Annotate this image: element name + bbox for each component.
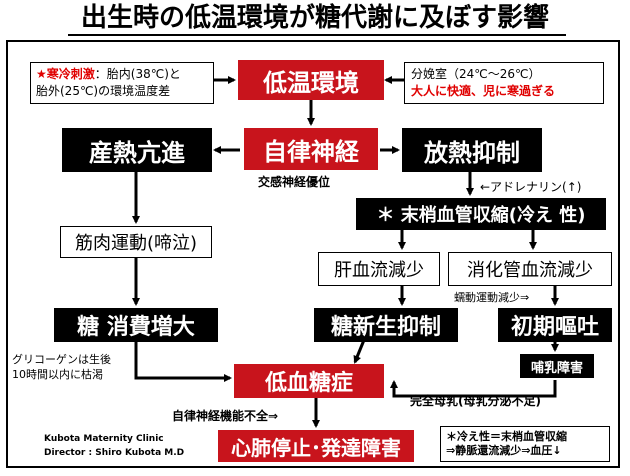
- node-muscle-movement: 筋肉運動(啼泣): [60, 226, 212, 258]
- cold-stimulus-label: 寒冷刺激: [46, 67, 95, 81]
- cold-stimulus-text2: 胎外(25℃)の環境温度差: [36, 84, 171, 98]
- cold-stimulus-box: ★寒冷刺激：胎内(38℃)と 胎外(25℃)の環境温度差: [30, 62, 214, 104]
- clinic-credit: Kubota Maternity Clinic Director : Shiro…: [44, 432, 184, 460]
- cold-stimulus-text1: ：胎内(38℃)と: [94, 67, 181, 81]
- glycogen-note: グリコーゲンは生後 10時間以内に枯渇: [12, 352, 111, 382]
- node-liver-blood-flow: 肝血流減少: [318, 252, 440, 286]
- node-low-temp-env: 低温環境: [238, 60, 384, 100]
- title-underline: [68, 34, 566, 36]
- node-heat-production: 産熱亢進: [62, 128, 212, 172]
- sympathetic-note: 交感神経優位: [258, 175, 331, 189]
- star-icon: ★: [36, 67, 47, 81]
- clinic-credit-line1: Kubota Maternity Clinic: [44, 434, 164, 444]
- autonomic-failure-note: 自律神経機能不全⇒: [172, 409, 279, 423]
- node-cardiopulmonary-arrest: 心肺停止･発達障害: [218, 430, 414, 462]
- cold-stimulus-line1: ★寒冷刺激：胎内(38℃)と: [36, 66, 208, 83]
- adrenaline-note: ←アドレナリン(↑): [480, 180, 582, 194]
- peristalsis-note: 蠕動運動減少⇒: [454, 291, 530, 304]
- node-feeding-disorder: 哺乳障害: [520, 354, 594, 378]
- node-autonomic: 自律神経: [244, 128, 378, 170]
- node-early-vomiting: 初期嘔吐: [498, 308, 612, 342]
- arrow-feeding-to-hypo: [390, 380, 557, 398]
- node-peripheral-vasoconstriction: ＊ 末梢血管収縮(冷え 性): [356, 198, 606, 230]
- arrow-consumption-to-hypo: [134, 340, 232, 382]
- node-gluconeogenesis-suppression: 糖新生抑制: [314, 308, 458, 342]
- delivery-room-line2: 大人に快適、児に寒過ぎる: [411, 84, 556, 98]
- breastfeeding-note: 完全母乳(母乳分泌不足): [410, 394, 541, 408]
- node-heat-suppression: 放熱抑制: [402, 128, 542, 172]
- delivery-room-box: 分娩室（24℃～26℃） 大人に快適、児に寒過ぎる: [404, 62, 604, 104]
- delivery-room-line1: 分娩室（24℃～26℃）: [411, 67, 541, 81]
- legend-line1: ＊冷え性＝末梢血管収縮: [446, 430, 567, 443]
- clinic-credit-line2: Director : Shiro Kubota M.D: [44, 448, 185, 458]
- arrow-gluconeogenesis-to-hypo: [353, 339, 366, 364]
- glycogen-note-line2: 10時間以内に枯渇: [12, 368, 103, 381]
- diagram-frame: [6, 40, 620, 468]
- glycogen-note-line1: グリコーゲンは生後: [12, 353, 111, 366]
- node-gi-blood-flow: 消化管血流減少: [448, 252, 612, 286]
- page-title: 出生時の低温環境が糖代謝に及ぼす影響: [80, 3, 549, 33]
- node-sugar-consumption: 糖 消費増大: [54, 308, 218, 342]
- node-hypoglycemia: 低血糖症: [234, 364, 384, 398]
- legend-line2: ⇒静脈還流減少⇒血圧↓: [446, 444, 562, 457]
- legend-box: ＊冷え性＝末梢血管収縮 ⇒静脈還流減少⇒血圧↓: [440, 426, 610, 462]
